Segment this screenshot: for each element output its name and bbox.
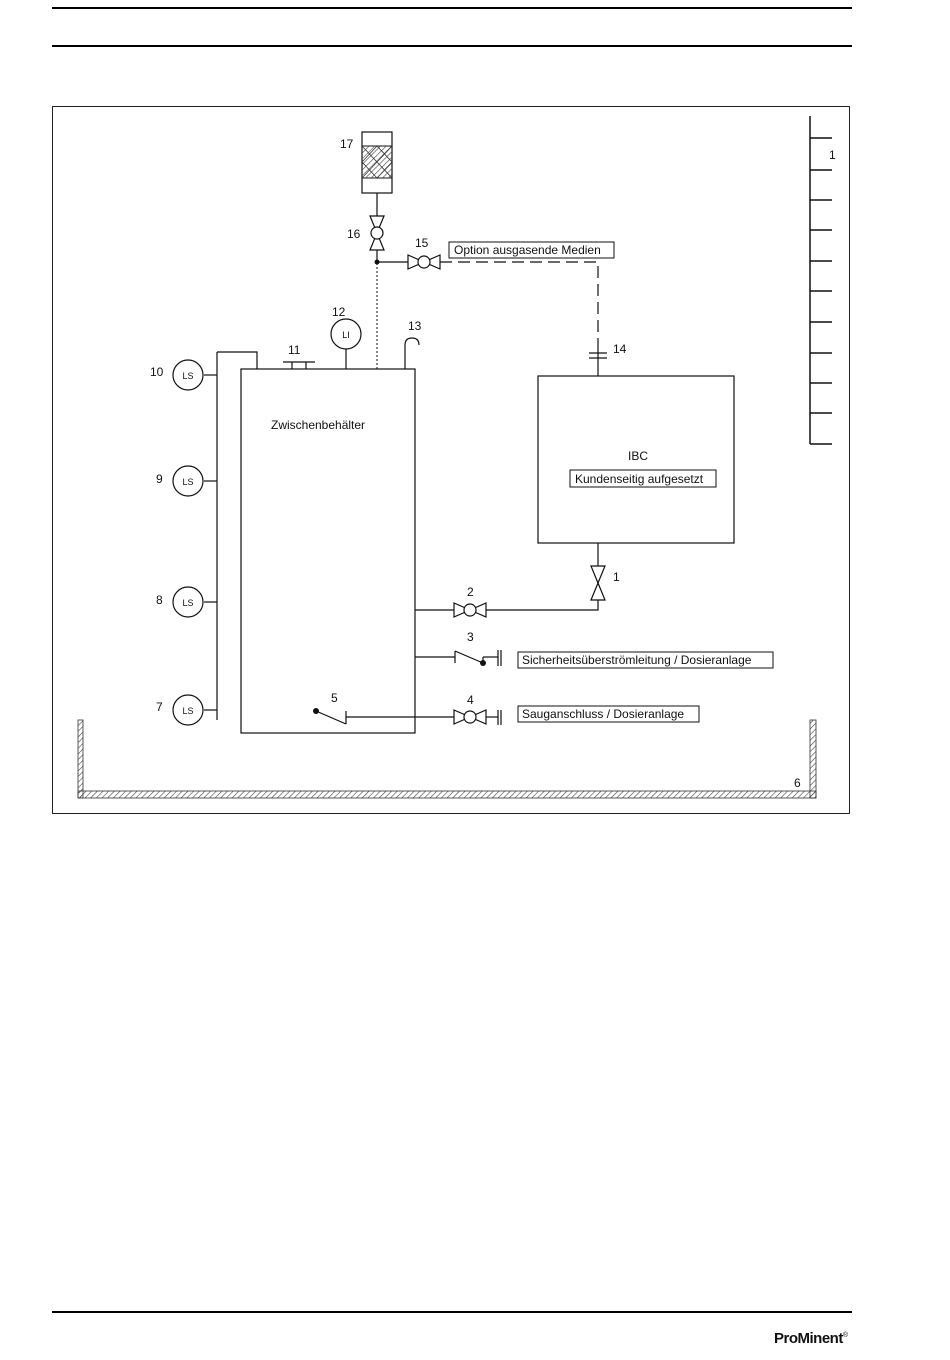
sensor-ls-label: LS bbox=[182, 371, 193, 381]
callout-6: 6 bbox=[794, 776, 801, 790]
callout-7: 7 bbox=[156, 700, 163, 714]
catch-basin bbox=[78, 720, 816, 798]
transfer-pipe-right bbox=[486, 600, 598, 610]
side-fragment: 1 bbox=[829, 148, 836, 162]
valve-4 bbox=[454, 710, 486, 724]
option-gas-line bbox=[440, 262, 598, 345]
callout-17: 17 bbox=[340, 137, 354, 151]
suction-line bbox=[316, 711, 454, 724]
callout-2: 2 bbox=[467, 585, 474, 599]
callout-13: 13 bbox=[408, 319, 422, 333]
valve-2 bbox=[454, 603, 486, 617]
footer-rule bbox=[52, 1311, 852, 1313]
logo-part: Minent bbox=[798, 1330, 843, 1347]
sensor-manifold bbox=[204, 352, 257, 720]
filter-17 bbox=[362, 132, 392, 193]
callout-10: 10 bbox=[150, 365, 164, 379]
check-valve-3-ball bbox=[480, 660, 486, 666]
level-switch-7: LS bbox=[173, 695, 203, 725]
foot-valve-5-ball bbox=[313, 708, 319, 714]
callout-14: 14 bbox=[613, 342, 627, 356]
prominent-logo: ProMinent® bbox=[774, 1330, 848, 1347]
valve-16 bbox=[370, 216, 384, 250]
sensor-li-label: LI bbox=[342, 330, 350, 340]
level-switch-8: LS bbox=[173, 587, 203, 617]
callout-5: 5 bbox=[331, 691, 338, 705]
suction-end-cap bbox=[486, 710, 501, 725]
level-switch-9: LS bbox=[173, 466, 203, 496]
vent-hook-13 bbox=[405, 338, 419, 369]
callout-15: 15 bbox=[415, 236, 429, 250]
valve-1 bbox=[591, 566, 605, 600]
suction-label: Sauganschluss / Dosieranlage bbox=[522, 707, 684, 721]
callout-8: 8 bbox=[156, 593, 163, 607]
connection-14 bbox=[589, 345, 607, 376]
safety-label: Sicherheitsüberströmleitung / Dosieranla… bbox=[522, 653, 752, 667]
fill-nozzle-11 bbox=[283, 362, 315, 369]
logo-part: Pr bbox=[774, 1330, 789, 1347]
valve-15 bbox=[408, 255, 440, 269]
callout-11: 11 bbox=[288, 343, 301, 357]
ibc-label: IBC bbox=[628, 449, 648, 463]
level-indicator-12: LI bbox=[331, 319, 361, 369]
side-ruler bbox=[810, 116, 832, 444]
level-switch-10: LS bbox=[173, 360, 203, 390]
safety-overflow-line bbox=[415, 650, 501, 666]
callout-12: 12 bbox=[332, 305, 346, 319]
sensor-ls-label: LS bbox=[182, 706, 193, 716]
callout-9: 9 bbox=[156, 472, 163, 486]
callout-3: 3 bbox=[467, 630, 474, 644]
option-label: Option ausgasende Medien bbox=[454, 243, 601, 257]
sensor-ls-label: LS bbox=[182, 598, 193, 608]
callout-16: 16 bbox=[347, 227, 361, 241]
tank-label: Zwischenbehälter bbox=[271, 418, 365, 432]
callout-1: 1 bbox=[613, 570, 620, 584]
logo-part: o bbox=[789, 1330, 798, 1347]
ibc-box-label: Kundenseitig aufgesetzt bbox=[575, 472, 704, 486]
callout-4: 4 bbox=[467, 693, 474, 707]
logo-mark: ® bbox=[843, 1332, 848, 1339]
sensor-ls-label: LS bbox=[182, 477, 193, 487]
